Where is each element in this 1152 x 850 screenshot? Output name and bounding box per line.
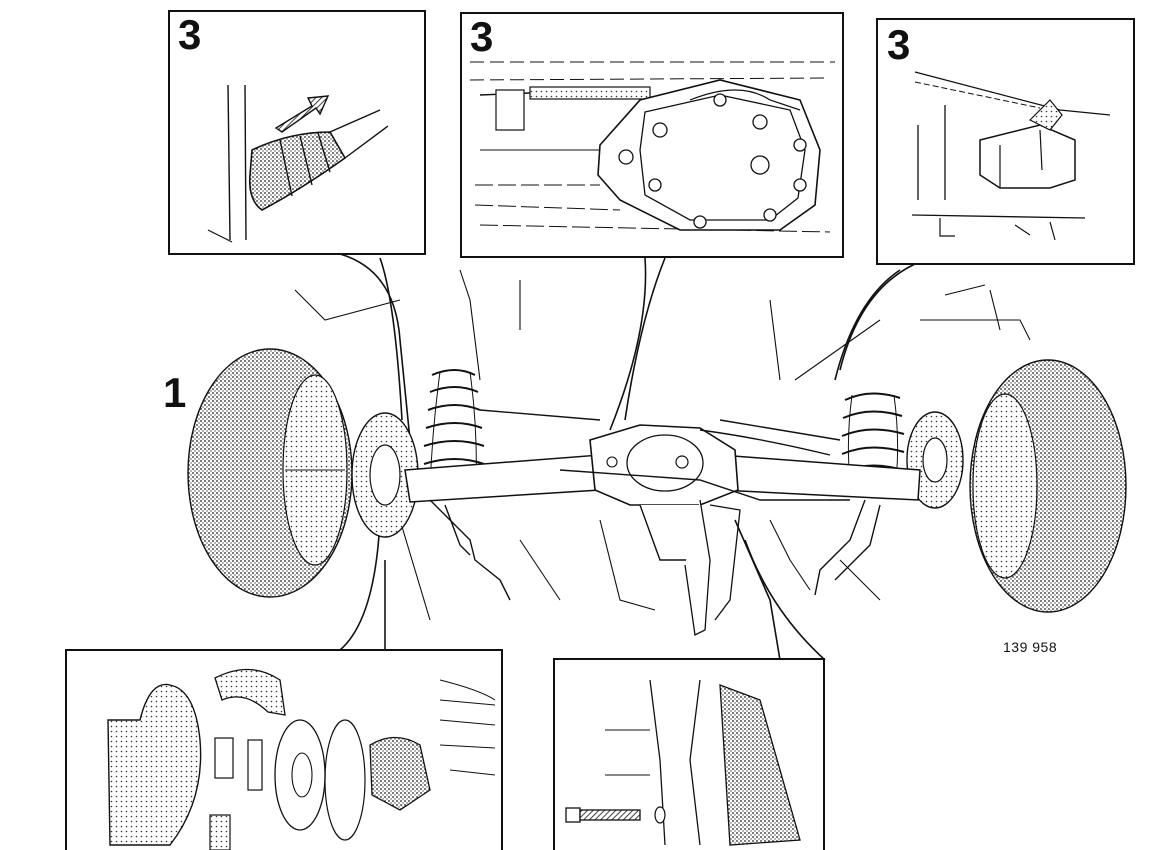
callout-1-main: 1	[163, 369, 187, 416]
left-hub	[351, 412, 419, 538]
leader-lines	[339, 253, 916, 661]
left-wheel	[187, 348, 353, 598]
callout-3-top-middle: 3	[470, 13, 494, 60]
detail-panel-brake	[65, 649, 503, 850]
right-hub	[906, 411, 964, 509]
axle-housing	[404, 424, 921, 636]
detail-panel-boot	[168, 10, 426, 255]
callout-3-top-left: 3	[178, 11, 202, 58]
vehicle-body-outline	[294, 269, 1031, 621]
suspension-links	[429, 409, 881, 601]
detail-panel-bolt	[553, 658, 825, 850]
detail-panel-bracket	[876, 18, 1135, 265]
detail-panel-differential	[460, 12, 844, 258]
reference-number: 139 958	[1003, 639, 1058, 655]
callout-3-top-right: 3	[887, 21, 911, 68]
right-wheel	[969, 359, 1127, 613]
